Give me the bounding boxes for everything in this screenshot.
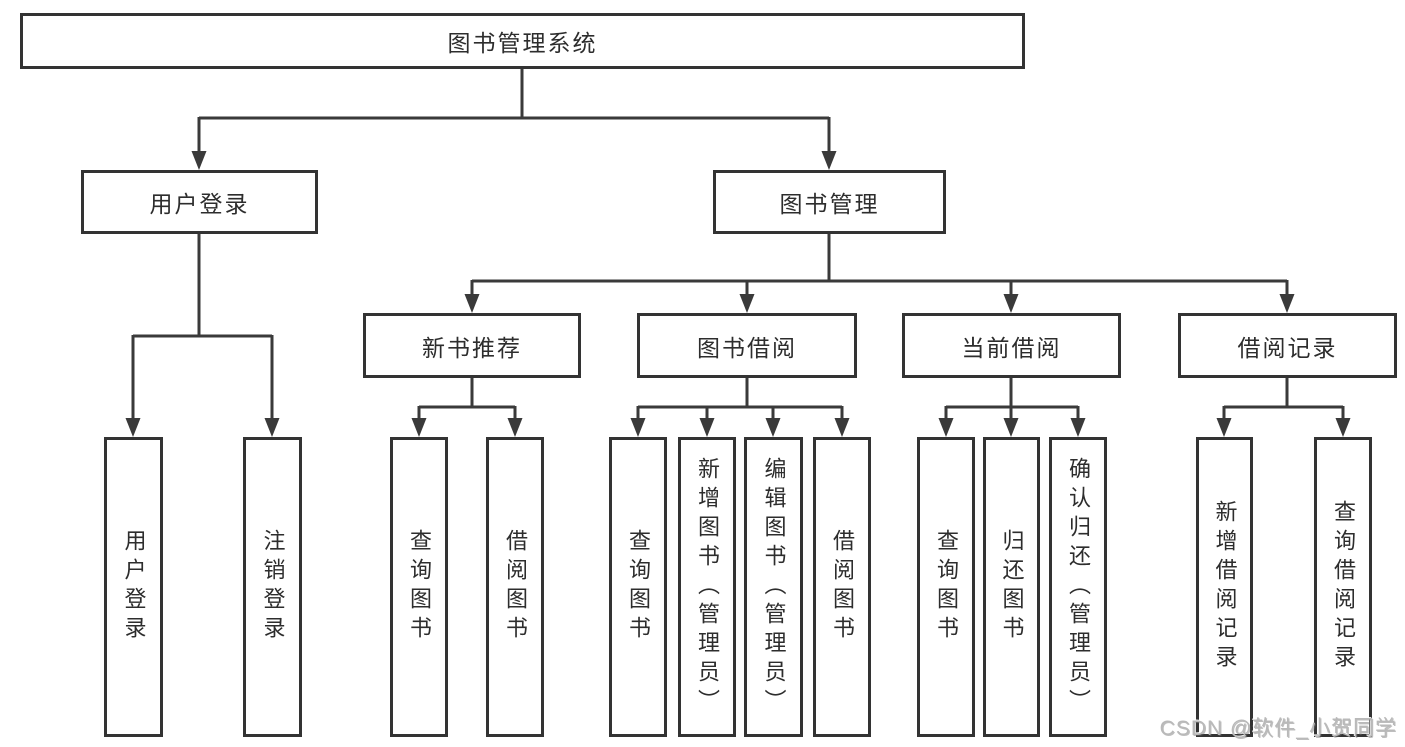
connector-new-book-children [411,378,523,437]
arrowhead-icon [1070,418,1086,437]
node-label: 查询图书 [934,529,959,645]
connector-book-management-children [464,234,1295,313]
connector-user-login-children [125,234,280,437]
connector-root-to-level2 [191,69,837,170]
node-return-books: 归还图书 [983,437,1040,737]
node-label: 图书借阅 [697,334,797,361]
node-logout: 注销登录 [243,437,302,737]
connector-borrowing-records-children [1216,378,1351,437]
node-query-books-current: 查询图书 [917,437,975,737]
arrowhead-icon [264,418,280,437]
node-label: 图书管理系统 [447,30,598,56]
node-query-books-borrowing: 查询图书 [609,437,667,737]
arrowhead-icon [1216,418,1232,437]
node-label: 新书推荐 [422,334,522,361]
arrowhead-icon [699,418,715,437]
connector-current-borrowing-children [938,378,1086,437]
node-confirm-return-admin: 确认归还（管理员） [1049,437,1107,737]
connector-book-borrowing-children [630,378,850,437]
arrowhead-icon [821,151,837,170]
node-borrow-books-recommend: 借阅图书 [486,437,544,737]
node-label: 新增借阅记录 [1212,500,1238,674]
arrowhead-icon [1279,294,1295,313]
arrowhead-icon [507,418,523,437]
node-label: 编辑图书（管理员） [761,456,787,718]
node-label: 用户登录 [149,191,250,217]
node-user-login-leaf: 用户登录 [104,437,163,737]
arrowhead-icon [411,418,427,437]
node-borrow-books: 借阅图书 [813,437,871,737]
node-label: 图书管理 [779,191,880,217]
arrowhead-icon [191,151,207,170]
node-label: 确认归还（管理员） [1066,456,1091,718]
node-borrowing-records: 借阅记录 [1178,313,1397,378]
node-edit-books-admin: 编辑图书（管理员） [744,437,803,737]
node-label: 新增图书（管理员） [695,456,720,718]
node-label: 借阅记录 [1237,334,1338,361]
csdn-watermark: CSDN @软件_小贺同学 [1159,717,1397,740]
node-label: 借阅图书 [503,529,528,645]
arrowhead-icon [1335,418,1351,437]
arrowhead-icon [464,294,480,313]
arrowhead-icon [765,418,781,437]
node-label: 查询借阅记录 [1331,500,1356,674]
node-label: 借阅图书 [830,529,855,645]
arrowhead-icon [1003,418,1019,437]
arrowhead-icon [125,418,141,437]
node-current-borrowing: 当前借阅 [902,313,1121,378]
node-book-management: 图书管理 [713,170,946,234]
node-book-borrowing: 图书借阅 [637,313,857,378]
node-label: 注销登录 [260,529,286,645]
arrowhead-icon [739,294,755,313]
arrowhead-icon [630,418,646,437]
node-label: 查询图书 [626,529,651,645]
node-library-management-system: 图书管理系统 [20,13,1025,69]
arrowhead-icon [834,418,850,437]
node-query-books-recommend: 查询图书 [390,437,448,737]
node-label: 归还图书 [999,529,1025,645]
node-add-books-admin: 新增图书（管理员） [678,437,736,737]
node-label: 用户登录 [121,529,147,645]
node-new-book-recommendation: 新书推荐 [363,313,581,378]
arrowhead-icon [938,418,954,437]
node-label: 当前借阅 [961,334,1062,361]
node-label: 查询图书 [407,529,432,645]
node-add-borrow-record: 新增借阅记录 [1196,437,1253,737]
node-query-borrow-record: 查询借阅记录 [1314,437,1372,737]
arrowhead-icon [1003,294,1019,313]
node-user-login: 用户登录 [81,170,318,234]
